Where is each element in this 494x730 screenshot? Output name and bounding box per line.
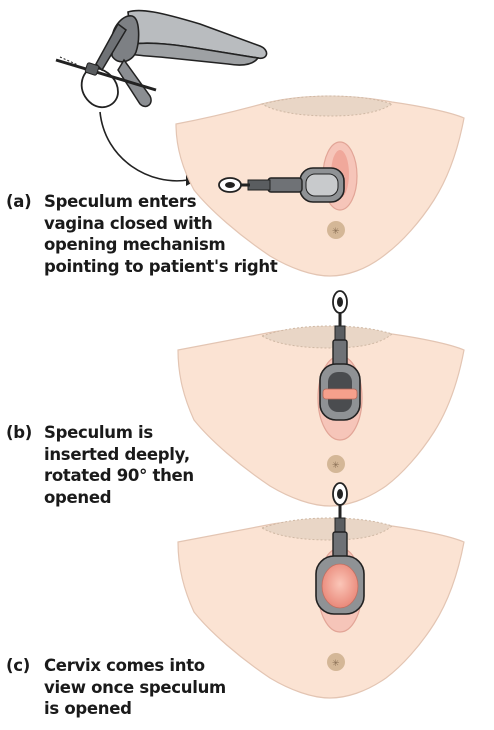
caption-b-line-1: Speculum is [44, 423, 153, 442]
caption-b: (b)Speculum is inserted deeply, rotated … [6, 422, 194, 508]
caption-b-line-2: inserted deeply, [6, 444, 194, 466]
caption-a-line-4: pointing to patient's right [6, 256, 277, 278]
caption-b-line-4: opened [6, 487, 194, 509]
caption-c: (c)Cervix comes into view once speculum … [6, 655, 226, 720]
caption-b-line-3: rotated 90° then [6, 465, 194, 487]
caption-c-tag: (c) [6, 655, 44, 677]
svg-text:✳: ✳ [332, 227, 340, 237]
caption-c-line-2: view once speculum [6, 677, 226, 699]
perineum-illustration-b: ✳ [178, 326, 464, 506]
cervix [322, 564, 358, 608]
speculum-icon [56, 11, 267, 108]
caption-b-tag: (b) [6, 422, 44, 444]
caption-a-line-3: opening mechanism [6, 234, 277, 256]
caption-c-line-3: is opened [6, 698, 226, 720]
svg-text:✳: ✳ [332, 659, 340, 669]
caption-a-line-2: vagina closed with [6, 213, 277, 235]
caption-a-tag: (a) [6, 191, 44, 213]
svg-text:✳: ✳ [332, 461, 340, 471]
caption-a: (a)Speculum enters vagina closed with op… [6, 191, 277, 277]
caption-c-line-1: Cervix comes into [44, 656, 205, 675]
caption-a-line-1: Speculum enters [44, 192, 196, 211]
